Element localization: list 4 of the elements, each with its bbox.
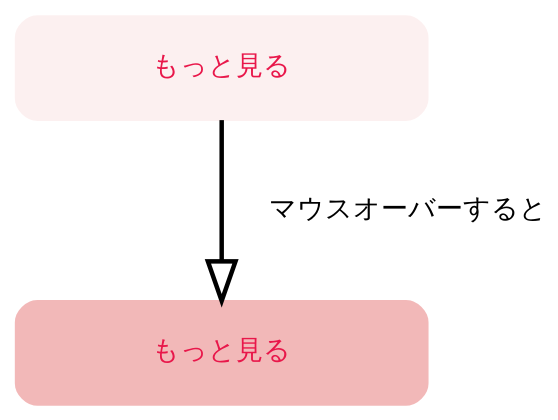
node-box: もっと見る <box>14 14 429 120</box>
edge-label: マウスオーバーすると <box>269 193 548 224</box>
arrow <box>204 120 239 308</box>
node-box: もっと見る <box>14 300 429 406</box>
